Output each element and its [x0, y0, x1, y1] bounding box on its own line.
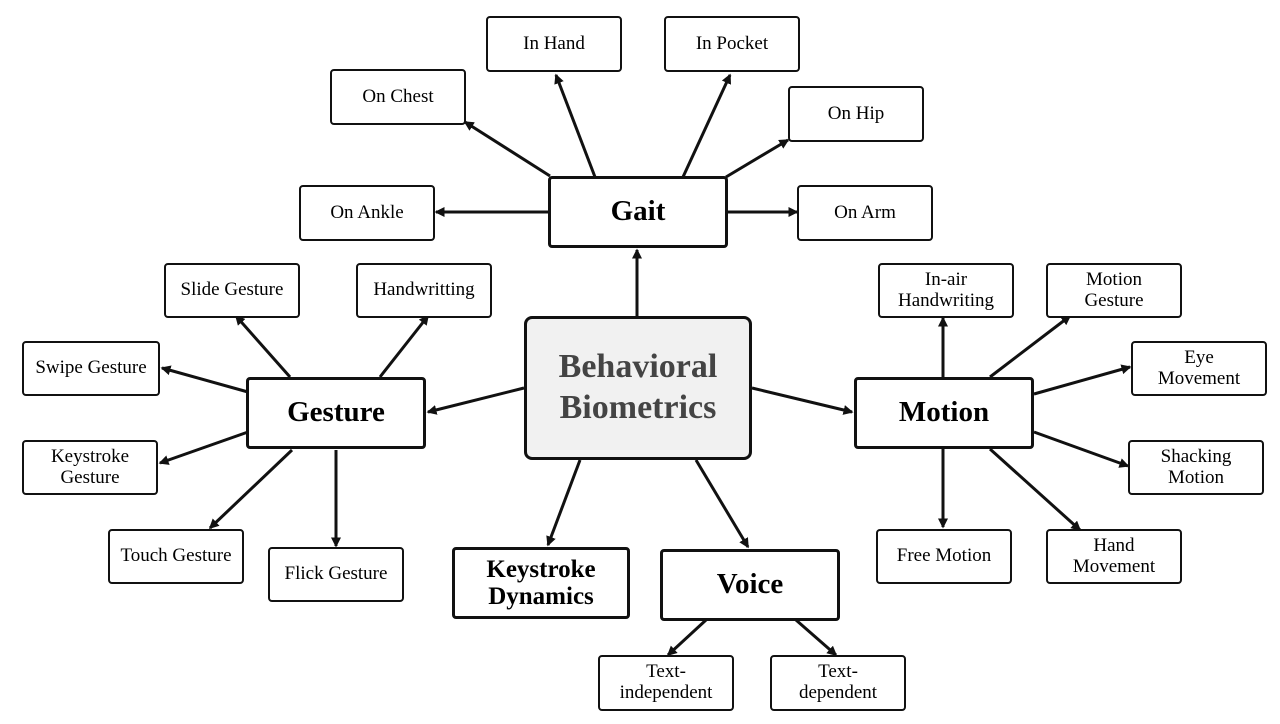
touch-gesture-label: Touch Gesture: [120, 545, 232, 567]
edge-root-gesture: [426, 386, 525, 415]
edge-gesture-keystroke: [158, 430, 249, 465]
edge-root-voice: [694, 459, 750, 549]
eye-movement-node: Eye Movement: [1131, 341, 1267, 396]
keystroke-gesture-label-line1: Keystroke: [50, 445, 130, 467]
on-arm-node: On Arm: [797, 185, 933, 241]
slide-gesture-node: Slide Gesture: [164, 263, 300, 318]
edge-motion-gesture: [989, 314, 1072, 379]
on-hip-label: On Hip: [827, 102, 885, 124]
in-hand-label: In Hand: [523, 32, 585, 54]
edge-gait-in-hand: [554, 73, 597, 178]
text-dependent-label-line2: dependent: [798, 682, 878, 703]
flick-gesture-label: Flick Gesture: [284, 563, 388, 585]
in-air-handwriting-node: In-air Handwriting: [878, 263, 1014, 318]
keystroke-dynamics-label-line2: Dynamics: [488, 583, 594, 610]
in-pocket-label: In Pocket: [695, 32, 769, 54]
flick-gesture-node: Flick Gesture: [268, 547, 404, 602]
edge-voice-text-independent: [666, 618, 708, 657]
swipe-gesture-label: Swipe Gesture: [35, 357, 147, 379]
voice-label: Voice: [716, 568, 784, 601]
slide-gesture-label: Slide Gesture: [180, 279, 284, 301]
hand-movement-label-line2: Movement: [1072, 555, 1156, 577]
edge-motion-hand: [988, 447, 1082, 532]
keystroke-gesture-label-line2: Gesture: [60, 466, 120, 488]
on-ankle-label: On Ankle: [330, 201, 404, 223]
hand-movement-label-line1: Hand: [1093, 534, 1135, 556]
on-chest-node: On Chest: [330, 69, 466, 125]
handwritting-label: Handwritting: [373, 279, 475, 301]
on-hip-node: On Hip: [788, 86, 924, 142]
in-air-handwriting-label-line2: Handwriting: [897, 289, 995, 311]
keystroke-gesture-node: Keystroke Gesture: [22, 440, 158, 495]
text-dependent-label-line1: Text-: [818, 661, 858, 683]
gesture-label: Gesture: [287, 396, 385, 429]
in-pocket-node: In Pocket: [664, 16, 800, 72]
shacking-motion-label-line1: Shacking: [1160, 445, 1232, 467]
gesture-node: Gesture: [246, 377, 426, 449]
edge-motion-shacking: [1033, 430, 1130, 468]
touch-gesture-node: Touch Gesture: [108, 529, 244, 584]
swipe-gesture-node: Swipe Gesture: [22, 341, 160, 396]
edge-gesture-handwritting: [378, 314, 430, 378]
on-chest-label: On Chest: [362, 85, 434, 107]
edge-root-keystroke: [546, 459, 582, 547]
shacking-motion-node: Shacking Motion: [1128, 440, 1264, 495]
text-dependent-node: Text- dependent: [770, 655, 906, 711]
root-label-line2: Biometrics: [559, 389, 717, 426]
root-node-behavioral-biometrics: Behavioral Biometrics: [524, 316, 752, 460]
edge-gesture-swipe: [160, 365, 249, 394]
motion-label: Motion: [898, 396, 990, 429]
gait-node: Gait: [548, 176, 728, 248]
motion-node: Motion: [854, 377, 1034, 449]
on-arm-label: On Arm: [834, 201, 896, 223]
in-air-handwriting-label-line1: In-air: [924, 268, 968, 290]
free-motion-node: Free Motion: [876, 529, 1012, 584]
motion-gesture-label-line1: Motion: [1086, 268, 1142, 290]
voice-node: Voice: [660, 549, 840, 621]
root-label-line1: Behavioral: [558, 348, 718, 386]
edge-motion-eye: [1033, 364, 1132, 396]
on-ankle-node: On Ankle: [299, 185, 435, 241]
free-motion-label: Free Motion: [896, 545, 992, 567]
keystroke-dynamics-node: Keystroke Dynamics: [452, 547, 630, 619]
eye-movement-label-line1: Eye: [1184, 346, 1214, 368]
eye-movement-label-line2: Movement: [1157, 367, 1241, 389]
edge-gait-on-hip: [725, 138, 790, 179]
hand-movement-node: Hand Movement: [1046, 529, 1182, 584]
handwritting-node: Handwritting: [356, 263, 492, 318]
motion-gesture-label-line2: Gesture: [1084, 289, 1144, 311]
edge-gesture-touch: [208, 448, 294, 530]
keystroke-dynamics-label-line1: Keystroke: [486, 555, 596, 583]
text-independent-node: Text- independent: [598, 655, 734, 711]
gait-label: Gait: [610, 195, 666, 228]
text-independent-label-line1: Text-: [646, 661, 686, 683]
edge-voice-text-dependent: [795, 618, 838, 657]
edge-gait-on-chest: [463, 120, 551, 178]
motion-gesture-node: Motion Gesture: [1046, 263, 1182, 318]
edge-gesture-slide: [234, 314, 292, 378]
shacking-motion-label-line2: Motion: [1168, 466, 1224, 488]
edge-gait-in-pocket: [681, 73, 732, 178]
edge-root-motion: [751, 386, 854, 415]
in-hand-node: In Hand: [486, 16, 622, 72]
text-independent-label-line2: independent: [619, 682, 713, 703]
